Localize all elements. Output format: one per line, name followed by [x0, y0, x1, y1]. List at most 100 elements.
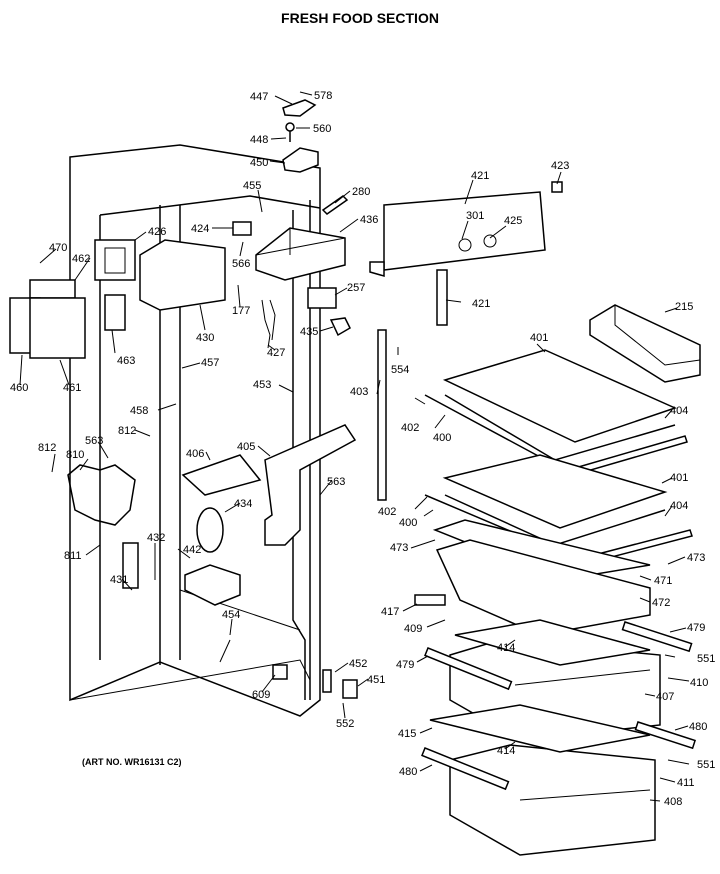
part-label-410: 410: [690, 677, 708, 689]
part-label-473b: 473: [687, 552, 705, 564]
part-label-404b: 404: [670, 500, 688, 512]
part-label-414b: 414: [497, 745, 515, 757]
part-label-479b: 479: [396, 659, 414, 671]
thermostat-424: [232, 221, 252, 236]
top-cover-447: [282, 99, 317, 117]
part-label-552: 552: [336, 718, 354, 730]
part-labels: 447 578 448 560 450 455 280 424 566 436 …: [10, 90, 715, 808]
part-label-421b: 421: [472, 298, 490, 310]
part-label-451: 451: [367, 674, 385, 686]
part-label-411: 411: [677, 777, 695, 789]
part-label-405: 405: [237, 441, 255, 453]
part-label-470: 470: [49, 242, 67, 254]
part-label-409: 409: [404, 623, 422, 635]
part-label-431: 431: [110, 574, 128, 586]
shelf-trim-404-upper: [574, 435, 688, 475]
part-label-811: 811: [64, 550, 82, 562]
cover-406: [181, 454, 262, 496]
leader-lines: [19, 91, 690, 802]
part-label-480b: 480: [399, 766, 417, 778]
part-label-406: 406: [186, 448, 204, 460]
part-label-425: 425: [504, 215, 522, 227]
bracket-451: [342, 679, 358, 699]
part-label-450: 450: [250, 157, 268, 169]
panel-strip-421b: [436, 269, 448, 326]
part-label-472: 472: [652, 597, 670, 609]
part-label-566: 566: [232, 258, 250, 270]
part-label-448: 448: [250, 134, 268, 146]
part-label-436: 436: [360, 214, 378, 226]
gasket-434: [196, 507, 224, 553]
part-label-480: 480: [689, 721, 707, 733]
part-label-407: 407: [656, 691, 674, 703]
knob-609: [272, 664, 288, 680]
part-label-551b: 551: [697, 759, 715, 771]
wiring-427: [261, 299, 276, 349]
part-label-421: 421: [471, 170, 489, 182]
crisper-pan-408: [449, 744, 656, 856]
air-duct-405: [264, 424, 357, 546]
part-label-563: 563: [85, 435, 103, 447]
pan-handle-417: [414, 594, 446, 606]
part-label-408: 408: [664, 796, 682, 808]
slide-rail-479-left: [424, 647, 513, 691]
switch-463: [104, 294, 126, 331]
control-panel-421: [369, 191, 546, 277]
part-label-215: 215: [675, 301, 693, 313]
part-label-463: 463: [117, 355, 135, 367]
part-label-460: 460: [10, 382, 28, 394]
heater-810: [67, 464, 136, 526]
part-label-810: 810: [66, 449, 84, 461]
part-label-404: 404: [670, 405, 688, 417]
part-label-401: 401: [530, 332, 548, 344]
crisper-cover-414-upper: [454, 619, 651, 666]
part-label-812b: 812: [118, 425, 136, 437]
meat-pan-409: [435, 539, 651, 636]
part-label-415: 415: [398, 728, 416, 740]
light-socket-426: [94, 239, 136, 281]
part-label-435: 435: [300, 326, 318, 338]
part-label-434: 434: [234, 498, 252, 510]
bracket-462: [29, 279, 76, 299]
part-label-551: 551: [697, 653, 715, 665]
part-label-402: 402: [401, 422, 419, 434]
shelf-ladder-403: [377, 329, 387, 501]
part-label-458: 458: [130, 405, 148, 417]
part-label-457: 457: [201, 357, 219, 369]
part-label-400: 400: [433, 432, 451, 444]
light-shield-280: [321, 195, 349, 215]
part-label-462: 462: [72, 253, 90, 265]
clip-435: [329, 317, 351, 337]
part-label-812: 812: [38, 442, 56, 454]
part-label-453: 453: [253, 379, 271, 391]
part-label-473: 473: [390, 542, 408, 554]
part-label-454: 454: [222, 609, 240, 621]
part-label-432: 432: [147, 532, 165, 544]
slide-rail-480-right: [634, 721, 697, 750]
part-label-578: 578: [314, 90, 332, 102]
cabinet-liner: [69, 144, 321, 717]
part-label-609: 609: [252, 689, 270, 701]
part-label-414: 414: [497, 642, 515, 654]
part-label-426: 426: [148, 226, 166, 238]
part-label-563b: 563: [327, 476, 345, 488]
control-housing-450: [282, 147, 319, 173]
part-label-479: 479: [687, 622, 705, 634]
part-label-452: 452: [349, 658, 367, 670]
part-label-427: 427: [267, 347, 285, 359]
part-label-280: 280: [352, 186, 370, 198]
part-label-455: 455: [243, 180, 261, 192]
part-label-560: 560: [313, 123, 331, 135]
part-label-301: 301: [466, 210, 484, 222]
knob-423: [551, 181, 563, 193]
control-box-436: [255, 227, 346, 281]
bracket-452: [322, 669, 332, 693]
part-label-430: 430: [196, 332, 214, 344]
slide-rail-479-right: [621, 621, 693, 653]
door-bin-215: [589, 304, 701, 383]
part-label-402b: 402: [378, 506, 396, 518]
part-label-423: 423: [551, 160, 569, 172]
part-label-400b: 400: [399, 517, 417, 529]
part-label-177: 177: [232, 305, 250, 317]
